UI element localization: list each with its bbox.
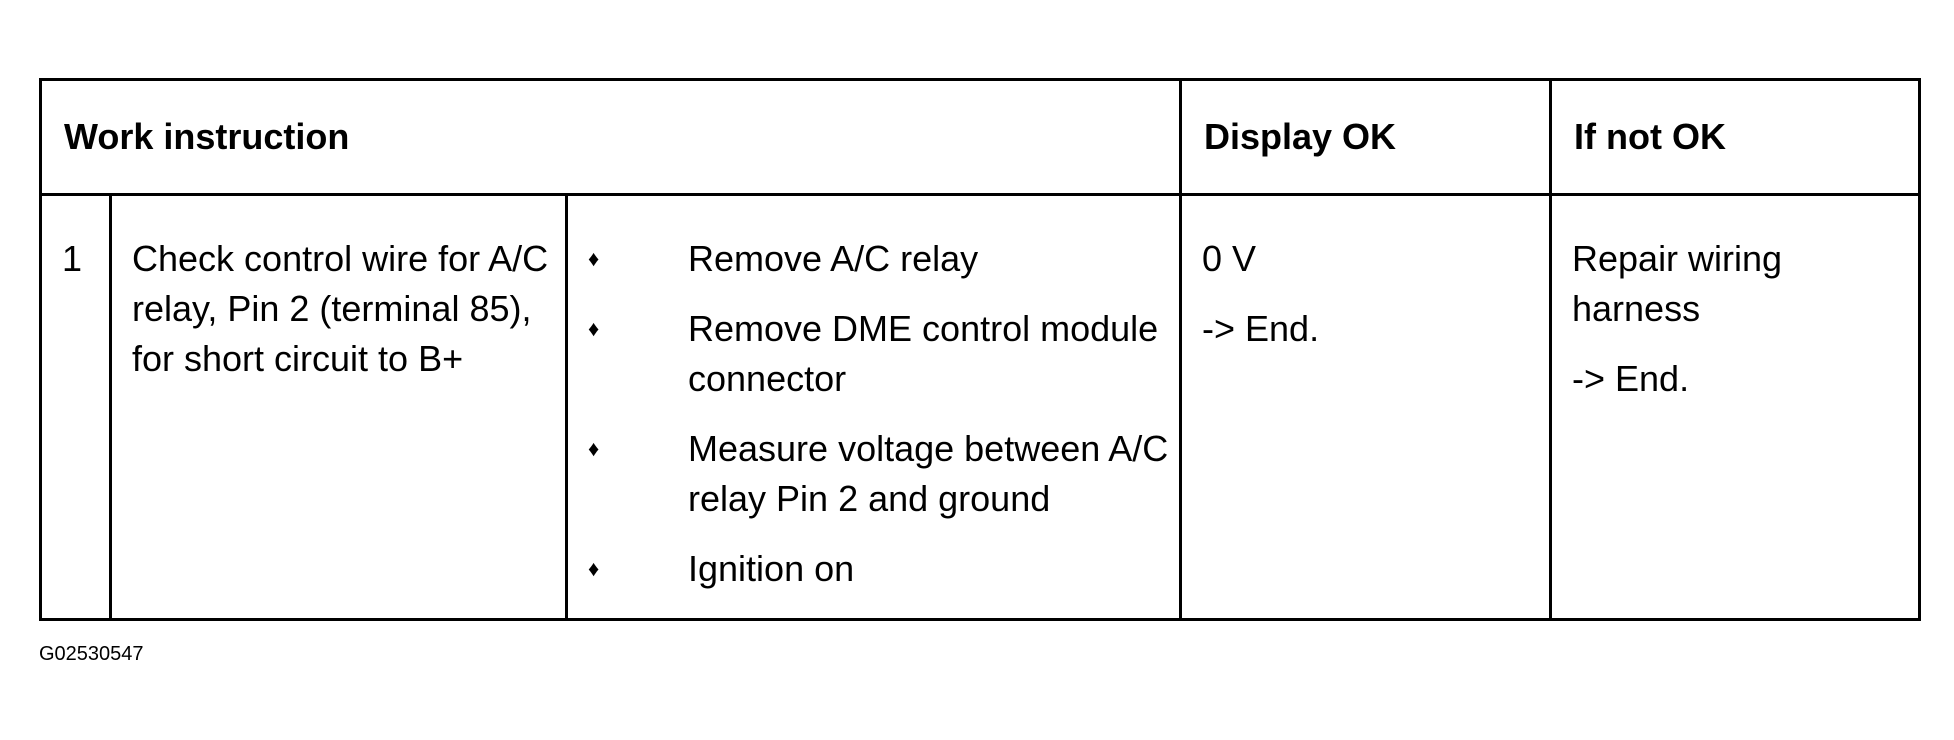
header-display-ok: Display OK [1179, 78, 1552, 196]
header-work-instruction: Work instruction [39, 78, 1182, 196]
diamond-bullet-icon: ♦ [588, 316, 600, 341]
step-number: 1 [39, 193, 112, 621]
procedure-step-text: Measure voltage between A/C relay Pin 2 … [688, 428, 1169, 519]
procedure-list: ♦ Remove A/C relay ♦ Remove DME control … [588, 234, 1173, 594]
work-instruction-table: Work instruction Display OK If not OK 1 … [39, 78, 1921, 621]
step-procedure: ♦ Remove A/C relay ♦ Remove DME control … [565, 193, 1182, 621]
header-if-not-ok: If not OK [1549, 78, 1921, 196]
if-not-ok-cell: Repair wiring harness -> End. [1549, 193, 1921, 621]
figure-id: G02530547 [39, 643, 144, 665]
if-not-ok-next: -> End. [1572, 358, 1690, 399]
diamond-bullet-icon: ♦ [588, 556, 600, 581]
procedure-step-text: Remove A/C relay [688, 238, 979, 279]
list-item: ♦ Measure voltage between A/C relay Pin … [588, 424, 1173, 524]
diamond-bullet-icon: ♦ [588, 436, 600, 461]
table-row: 1 Check control wire for A/C relay, Pin … [39, 193, 1921, 621]
procedure-step-text: Remove DME control module connector [688, 308, 1159, 399]
display-ok-value: 0 V [1202, 238, 1257, 279]
step-description: Check control wire for A/C relay, Pin 2 … [109, 193, 568, 621]
table-header-row: Work instruction Display OK If not OK [39, 78, 1921, 196]
display-ok-next: -> End. [1202, 308, 1320, 349]
diamond-bullet-icon: ♦ [588, 246, 600, 271]
list-item: ♦ Ignition on [588, 544, 1173, 594]
if-not-ok-action: Repair wiring harness [1572, 238, 1783, 329]
list-item: ♦ Remove DME control module connector [588, 304, 1173, 404]
procedure-step-text: Ignition on [688, 548, 855, 589]
display-ok-cell: 0 V -> End. [1179, 193, 1552, 621]
list-item: ♦ Remove A/C relay [588, 234, 1173, 284]
